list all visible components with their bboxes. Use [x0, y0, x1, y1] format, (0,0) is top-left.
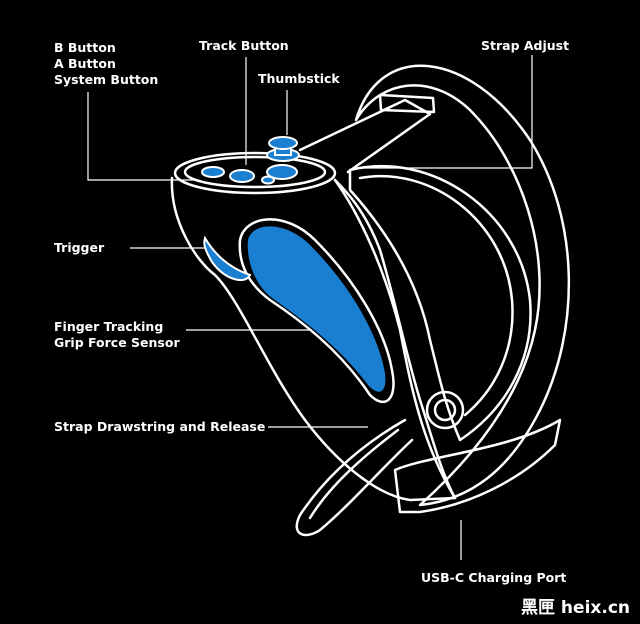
strap-adjust-label: Strap Adjust	[481, 38, 570, 53]
callout-strap-adjust	[360, 55, 533, 169]
finger-tracking-label: Finger Tracking	[54, 319, 164, 334]
trigger-label: Trigger	[54, 240, 105, 255]
track-button-label: Track Button	[199, 38, 289, 53]
strap-drawstring-label: Strap Drawstring and Release	[54, 419, 266, 434]
controller-ring	[173, 151, 337, 195]
controller-body	[170, 176, 457, 502]
system-button	[261, 175, 275, 185]
b-button-label: B Button	[54, 40, 116, 55]
strap-band-inner	[348, 164, 532, 442]
usb-c-port-label: USB-C Charging Port	[421, 570, 567, 585]
strap-band-inner-edge	[358, 174, 514, 417]
grip-pad-outline	[238, 218, 395, 404]
drawstring-hub	[425, 390, 465, 430]
controller-ring-inner	[183, 155, 327, 189]
grip-force-sensor	[247, 226, 386, 392]
controller-body-back	[333, 178, 457, 500]
strap-adjust-bar	[378, 93, 436, 114]
strap-arm	[298, 98, 432, 174]
grip-force-sensor-label: Grip Force Sensor	[54, 335, 180, 350]
callout-b-a-system	[87, 92, 195, 181]
watermark: 黑匣 heix.cn	[521, 598, 630, 618]
wrist-strap	[295, 418, 414, 537]
drawstring-hub-inner	[433, 398, 457, 422]
wrist-strap-inner	[308, 428, 400, 520]
base-block	[393, 418, 562, 514]
thumbstick-cap	[268, 136, 298, 150]
track-button	[266, 164, 298, 180]
a-button-label: A Button	[54, 56, 116, 71]
trigger	[203, 235, 252, 282]
a-button	[229, 169, 255, 183]
system-button-label: System Button	[54, 72, 159, 87]
b-button	[201, 166, 225, 178]
strap-band-outer	[354, 64, 571, 507]
thumbstick-label: Thumbstick	[258, 71, 340, 86]
